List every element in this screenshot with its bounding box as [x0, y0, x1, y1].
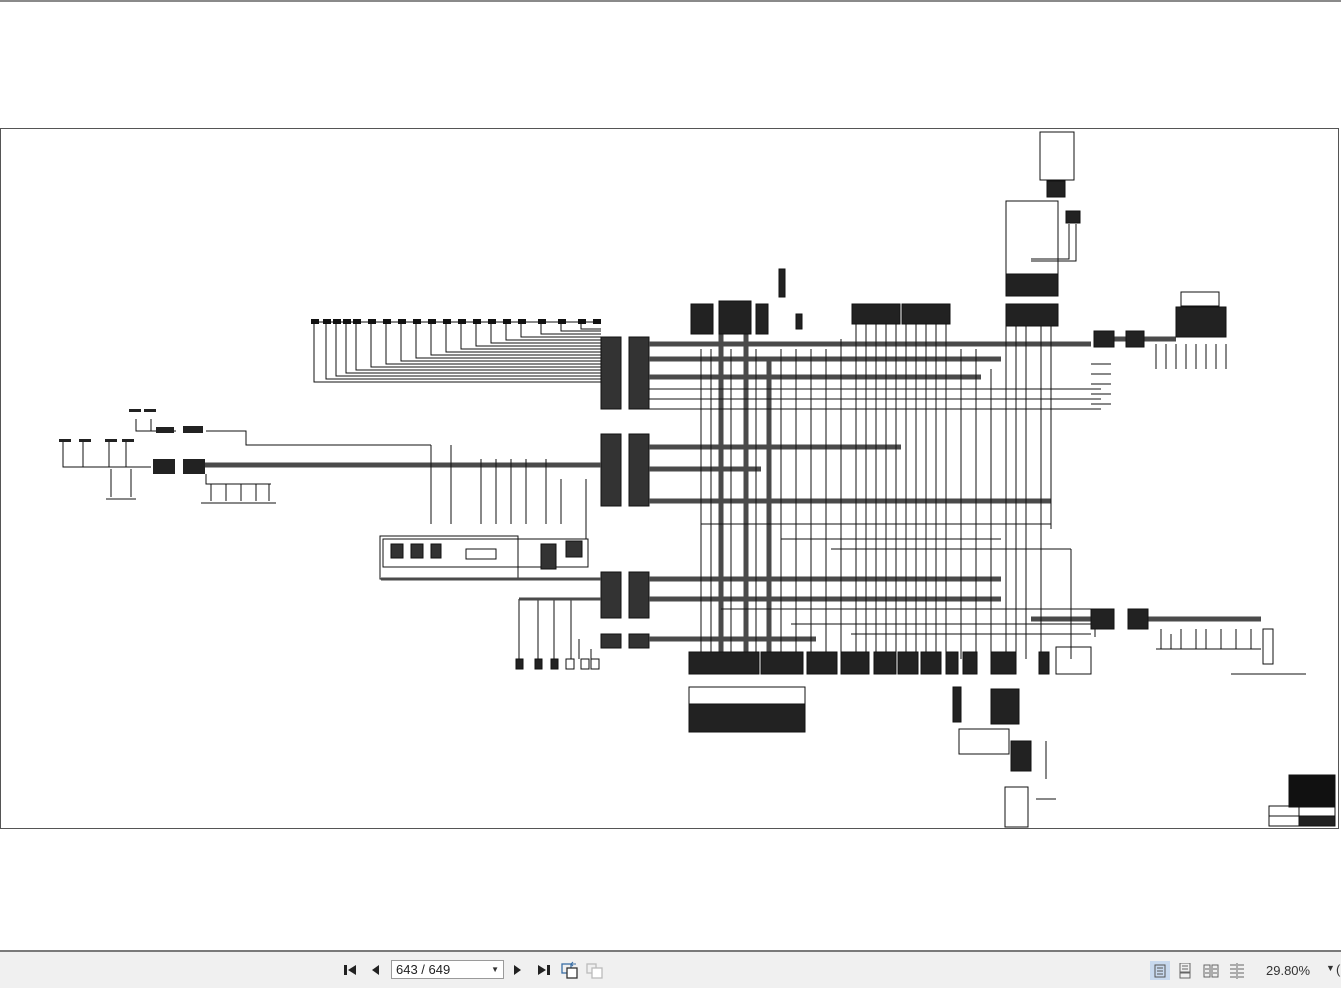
window-top-border	[0, 0, 1341, 2]
first-page-button[interactable]	[342, 961, 360, 979]
zoom-level[interactable]: 29.80%	[1266, 963, 1311, 978]
facing-pages-icon	[1203, 964, 1219, 977]
page-indicator-text: 643 / 649	[396, 962, 451, 977]
facing-view-button[interactable]	[1201, 961, 1221, 980]
first-page-icon	[344, 965, 356, 975]
previous-view-button[interactable]	[561, 961, 579, 979]
previous-page-button[interactable]	[366, 961, 384, 979]
continuous-facing-view-button[interactable]	[1227, 961, 1247, 980]
next-view-button[interactable]	[586, 961, 604, 979]
zoom-in-button-partial[interactable]: (	[1336, 962, 1341, 977]
single-page-view-button[interactable]	[1150, 961, 1170, 980]
continuous-view-button[interactable]	[1175, 961, 1195, 980]
central-connectors	[600, 336, 650, 649]
last-page-button[interactable]	[534, 961, 552, 979]
continuous-page-icon	[1179, 962, 1191, 978]
schematic-page	[0, 128, 1339, 829]
page-number-input[interactable]: 643 / 649 ▼	[391, 960, 504, 979]
bottom-connectors	[688, 646, 1092, 675]
bottom-toolbar: 643 / 649 ▼ 29.80% ▼ (	[0, 950, 1341, 988]
single-page-icon	[1154, 964, 1166, 977]
previous-page-icon	[372, 965, 379, 975]
title-block	[1268, 774, 1336, 827]
continuous-facing-icon	[1230, 962, 1244, 979]
next-view-icon	[586, 963, 603, 979]
left-connector-group	[62, 419, 431, 504]
document-viewport[interactable]	[0, 2, 1341, 950]
wiring-diagram	[59, 131, 1336, 828]
right-module	[1005, 131, 1227, 405]
next-page-icon	[514, 965, 521, 975]
relay-box	[379, 445, 601, 581]
next-page-button[interactable]	[509, 961, 527, 979]
previous-view-icon	[561, 961, 578, 979]
top-left-terminals	[311, 321, 601, 383]
zoom-dropdown-icon[interactable]: ▼	[1326, 963, 1335, 973]
last-page-icon	[538, 965, 550, 975]
page-dropdown-icon[interactable]: ▼	[491, 965, 499, 974]
